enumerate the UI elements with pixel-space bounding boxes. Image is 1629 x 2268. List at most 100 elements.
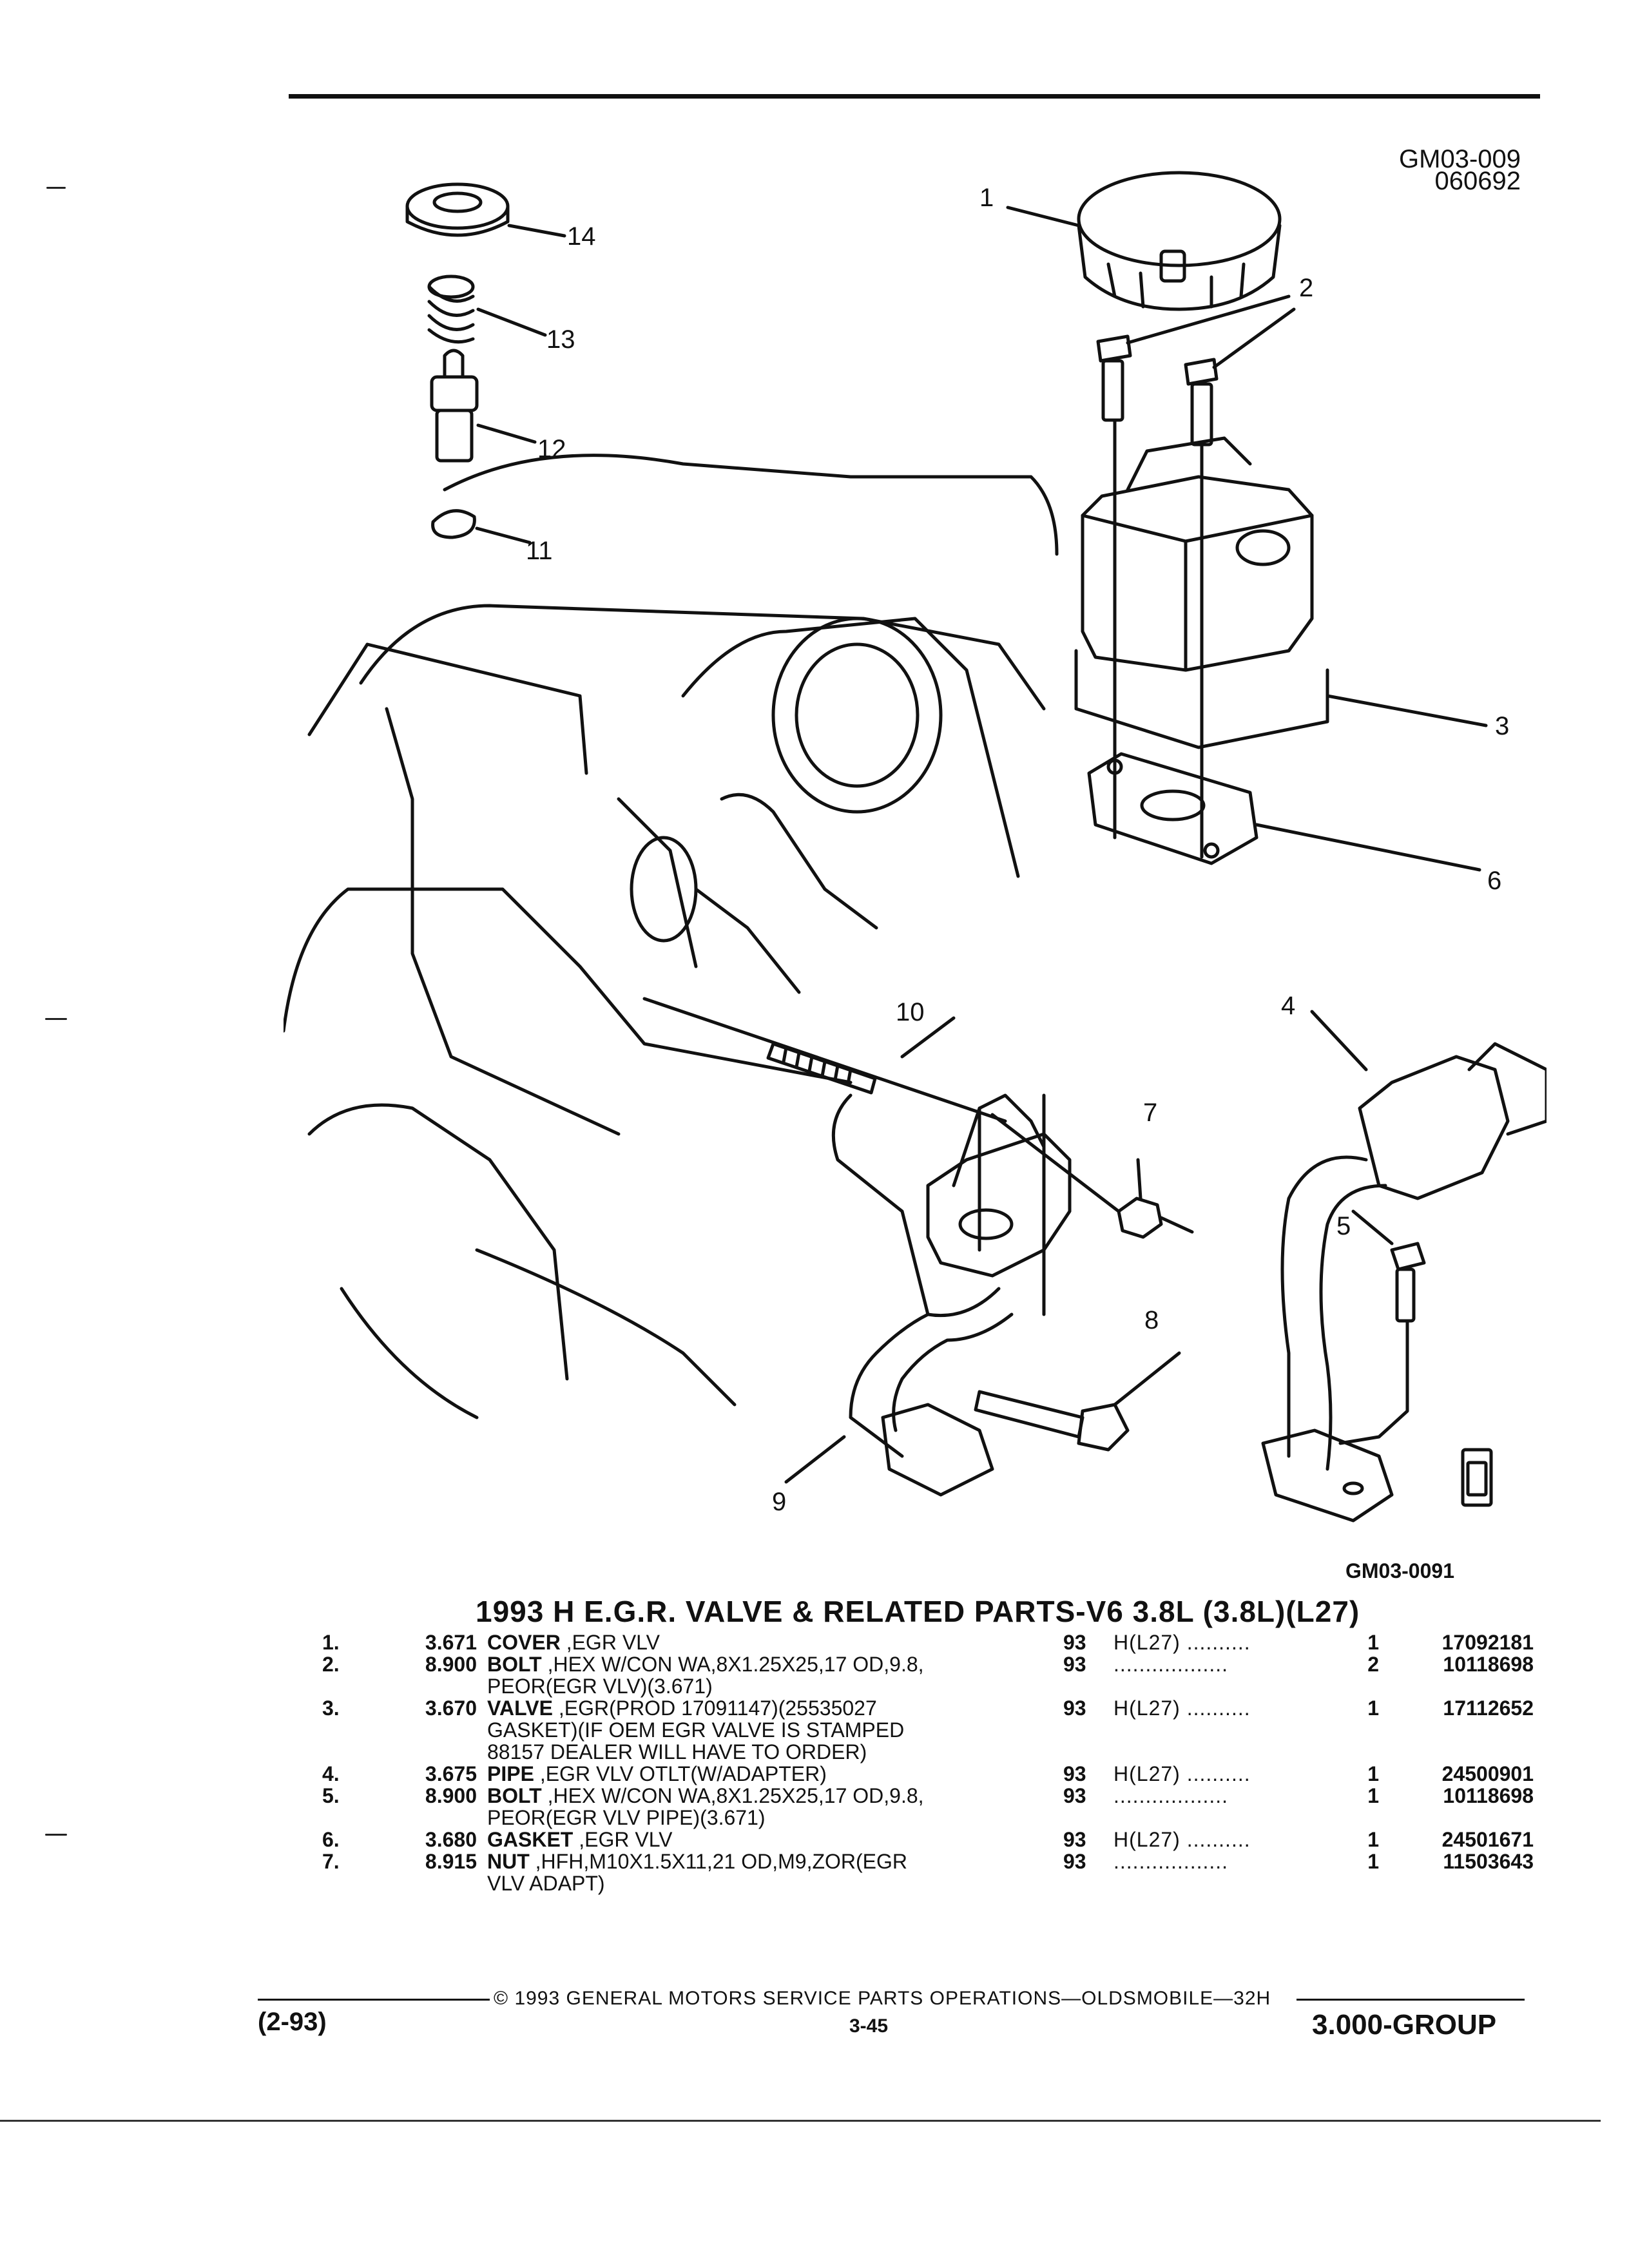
margin-tick: [45, 1018, 67, 1020]
margin-tick: [46, 187, 66, 189]
part-number: 17092181: [1441, 1631, 1534, 1654]
exploded-parts-diagram: 1 2 3 4 5 6 7 8 9 10 11 12 13 14: [282, 155, 1548, 1546]
model-year: 93: [1063, 1696, 1086, 1720]
cover-1-drawing: [1006, 171, 1282, 311]
part-name: PIPE: [487, 1762, 534, 1785]
model-code: ..................: [1113, 1784, 1229, 1807]
part-description: NUT ,HFH,M10X1.5X11,21 OD,M9,ZOR(EGR VLV…: [487, 1850, 1048, 1894]
group-number: 3.670: [425, 1696, 477, 1720]
bolts-2-drawing: [1096, 294, 1296, 859]
parts-row-6: 6. 3.680 GASKET ,EGR VLV 93 H(L27) .....…: [322, 1829, 1534, 1850]
quantity: 1: [1367, 1631, 1379, 1654]
footer-copyright: © 1993 GENERAL MOTORS SERVICE PARTS OPER…: [494, 1988, 1271, 2009]
group-number: 8.900: [425, 1784, 477, 1807]
part-name: BOLT: [487, 1784, 542, 1807]
pipe-4-drawing: [1261, 1010, 1548, 1523]
parts-row-2: 2. 8.900 BOLT ,HEX W/CON WA,8X1.25X25,17…: [322, 1653, 1534, 1697]
part-description: GASKET ,EGR VLV: [487, 1829, 1048, 1850]
parts-row-1: 1. 3.671 COVER ,EGR VLV 93 H(L27) ......…: [322, 1631, 1534, 1653]
part-detail: ,EGR VLV: [560, 1631, 660, 1654]
part-name: BOLT: [487, 1653, 542, 1676]
bolt-8-drawing: [974, 1351, 1181, 1452]
callout-8: 8: [1144, 1306, 1159, 1334]
model-year: 93: [1063, 1828, 1086, 1851]
part-name: GASKET: [487, 1828, 574, 1851]
item-number: 2.: [322, 1653, 340, 1676]
gasket-6-drawing: [1087, 752, 1481, 872]
diagram-svg: 1 2 3 4 5 6 7 8 9 10 11 12 13 14: [282, 171, 1548, 1523]
adapter-drawing: [784, 1093, 1072, 1497]
part-detail: ,EGR VLV OTLT(W/ADAPTER): [534, 1762, 827, 1785]
parts-row-5: 5. 8.900 BOLT ,HEX W/CON WA,8X1.25X25,17…: [322, 1785, 1534, 1829]
seal-11-drawing: [431, 509, 532, 544]
part-number: 11503643: [1443, 1850, 1534, 1873]
callout-4: 4: [1281, 992, 1295, 1020]
parts-list: 1. 3.671 COVER ,EGR VLV 93 H(L27) ......…: [322, 1631, 1534, 1894]
part-number: 24501671: [1441, 1828, 1534, 1851]
item-number: 1.: [322, 1631, 340, 1654]
group-number: 8.915: [425, 1850, 477, 1873]
part-detail: ,HEX W/CON WA,8X1.25X25,17 OD,9.8, PEOR(…: [487, 1784, 924, 1829]
parts-list-title: 1993 H E.G.R. VALVE & RELATED PARTS-V6 3…: [476, 1595, 1360, 1628]
part-number: 24500901: [1441, 1762, 1534, 1785]
model-code: H(L27) ..........: [1113, 1828, 1251, 1851]
callout-7: 7: [1143, 1099, 1157, 1127]
spring-13-drawing: [427, 274, 547, 344]
item-number: 5.: [322, 1784, 340, 1807]
part-number: 10118698: [1443, 1653, 1534, 1676]
callout-6: 6: [1487, 867, 1501, 895]
part-description: VALVE ,EGR(PROD 17091147)(25535027 GASKE…: [487, 1697, 1048, 1763]
callout-1: 1: [979, 184, 994, 212]
item-number: 7.: [322, 1850, 340, 1873]
group-number: 3.671: [425, 1631, 477, 1654]
model-year: 93: [1063, 1653, 1086, 1676]
callout-11: 11: [526, 537, 553, 565]
engine-block-drawing: [282, 454, 1059, 1419]
part-detail: ,HFH,M10X1.5X11,21 OD,M9,ZOR(EGR VLV ADA…: [487, 1850, 907, 1895]
group-number: 8.900: [425, 1653, 477, 1676]
quantity: 1: [1367, 1696, 1379, 1720]
figure-code-line1: GM03-009: [1399, 145, 1521, 173]
callout-14: 14: [567, 222, 596, 251]
footer-page-number: 3-45: [849, 2015, 889, 2037]
item-number: 3.: [322, 1696, 340, 1720]
parts-row-3: 3. 3.670 VALVE ,EGR(PROD 17091147)(25535…: [322, 1697, 1534, 1763]
footer-rule-right: [1296, 1999, 1525, 2001]
quantity: 1: [1367, 1784, 1379, 1807]
callout-10: 10: [896, 998, 925, 1026]
nut-7-drawing: [990, 1113, 1194, 1239]
model-code: H(L27) ..........: [1113, 1696, 1251, 1720]
model-code: ..................: [1113, 1850, 1229, 1873]
part-number: 10118698: [1443, 1784, 1534, 1807]
bottom-rule: [0, 2120, 1601, 2122]
item-number: 4.: [322, 1762, 340, 1785]
model-year: 93: [1063, 1850, 1086, 1873]
callout-3: 3: [1495, 712, 1509, 740]
group-number: 3.675: [425, 1762, 477, 1785]
footer-group: 3.000-GROUP: [1312, 2009, 1497, 2041]
part-name: NUT: [487, 1850, 530, 1873]
quantity: 1: [1367, 1828, 1379, 1851]
item-number: 6.: [322, 1828, 340, 1851]
egr-valve-3-drawing: [1074, 436, 1488, 749]
model-year: 93: [1063, 1631, 1086, 1654]
callout-2: 2: [1299, 274, 1313, 302]
group-number: 3.680: [425, 1828, 477, 1851]
parts-row-7: 7. 8.915 NUT ,HFH,M10X1.5X11,21 OD,M9,ZO…: [322, 1850, 1534, 1894]
callout-9: 9: [772, 1488, 786, 1516]
part-description: COVER ,EGR VLV: [487, 1631, 1048, 1653]
part-detail: ,HEX W/CON WA,8X1.25X25,17 OD,9.8, PEOR(…: [487, 1653, 924, 1698]
part-detail: ,EGR(PROD 17091147)(25535027 GASKET)(IF …: [487, 1696, 905, 1763]
gm-spo-logo: [1461, 1448, 1493, 1507]
part-name: COVER: [487, 1631, 561, 1654]
model-year: 93: [1063, 1762, 1086, 1785]
quantity: 1: [1367, 1850, 1379, 1873]
quantity: 1: [1367, 1762, 1379, 1785]
model-code: H(L27) ..........: [1113, 1762, 1251, 1785]
callout-13: 13: [546, 325, 575, 354]
part-description: BOLT ,HEX W/CON WA,8X1.25X25,17 OD,9.8, …: [487, 1653, 1048, 1697]
bolt-5-drawing: [1338, 1209, 1426, 1445]
part-description: PIPE ,EGR VLV OTLT(W/ADAPTER): [487, 1763, 1048, 1785]
part-description: BOLT ,HEX W/CON WA,8X1.25X25,17 OD,9.8, …: [487, 1785, 1048, 1829]
illustration-id: GM03-0091: [1345, 1559, 1454, 1582]
